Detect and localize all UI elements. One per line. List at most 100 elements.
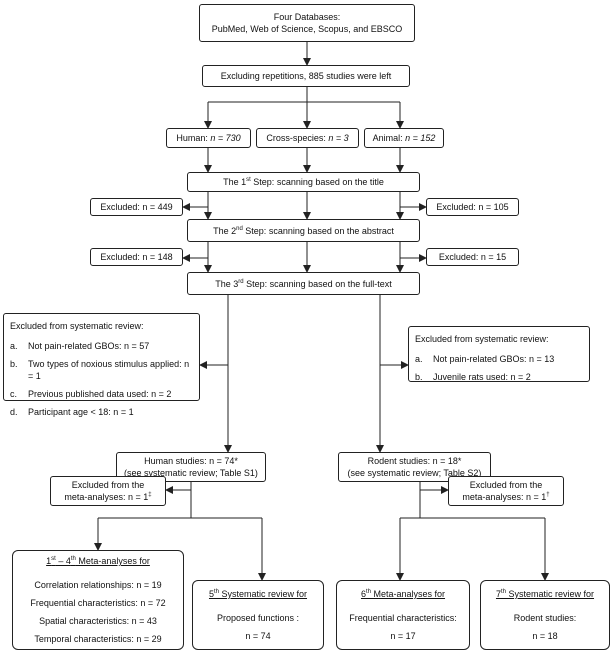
heading-sup: st	[51, 556, 56, 562]
cross-species-group-text: Cross-species: n = 3	[266, 132, 348, 144]
ma-excluded-rodent-count: meta-analyses: n = 1	[462, 492, 547, 502]
heading-part: 7	[495, 589, 501, 599]
heading-sup: th	[213, 589, 219, 595]
heading-part: Systematic review for	[219, 589, 308, 599]
human-group-text: Human: n = 730	[176, 132, 240, 144]
list-marker: b.	[415, 372, 423, 382]
list-text: Not pain-related GBOs: n = 57	[28, 341, 150, 351]
sr-excluded-human-title: Excluded from systematic review:	[10, 321, 144, 331]
ma-excluded-human-box: Excluded from the meta-analyses: n = 1‡	[50, 476, 166, 506]
step2-pre: The 2	[213, 225, 237, 236]
human-group-label: Human:	[176, 133, 208, 143]
list-text: Not pain-related GBOs: n = 13	[433, 354, 555, 364]
final-rodent-ma-line: n = 17	[390, 631, 416, 641]
animal-group-box: Animal: n = 152	[364, 128, 444, 148]
heading-part: Meta-analyses for	[75, 556, 150, 566]
list-marker: b.	[10, 359, 18, 369]
ma-excluded-human-mark: ‡	[148, 492, 152, 498]
step1-excluded-left-text: Excluded: n = 449	[100, 202, 173, 212]
step2-text: The 2nd Step: scanning based on the abst…	[213, 225, 394, 237]
step1-sup: st	[246, 177, 251, 183]
step1-excluded-right: Excluded: n = 105	[426, 198, 519, 216]
dedup-box: Excluding repetitions, 885 studies were …	[202, 65, 410, 87]
final-rodent-ma-line: Frequential characteristics:	[349, 613, 457, 623]
heading-part: – 4	[55, 556, 71, 566]
ma-excluded-rodent-mark: †	[546, 492, 550, 498]
animal-group-text: Animal: n = 152	[373, 132, 436, 144]
heading-part: 6	[360, 589, 366, 599]
sr-excluded-human-list: a. Not pain-related GBOs: n = 57 b. Two ty…	[10, 334, 193, 418]
final-human-sr-line: n = 74	[245, 631, 271, 641]
step2-excluded-left: Excluded: n = 148	[90, 248, 183, 266]
final-human-ma-line: Temporal characteristics: n = 29	[34, 634, 162, 644]
step2-excluded-left-text: Excluded: n = 148	[100, 252, 173, 262]
step3-pre: The 3	[215, 278, 239, 289]
step3-text: The 3rd Step: scanning based on the full…	[215, 278, 391, 290]
list-text: Participant age < 18: n = 1	[28, 407, 134, 417]
ma-excluded-human-line1: Excluded from the	[71, 480, 145, 490]
list-marker: a.	[415, 354, 423, 364]
dedup-text: Excluding repetitions, 885 studies were …	[220, 71, 392, 81]
step1-excluded-right-text: Excluded: n = 105	[436, 202, 509, 212]
list-item: a. Not pain-related GBOs: n = 13	[415, 353, 554, 365]
cross-species-group-count: n = 3	[328, 133, 349, 143]
final-human-sr-heading: 5th Systematic review for	[209, 588, 307, 600]
list-text: Juvenile rats used: n = 2	[433, 372, 531, 382]
final-rodent-sr-line: n = 18	[532, 631, 558, 641]
list-marker: d.	[10, 407, 18, 417]
final-human-ma-line: Frequential characteristics: n = 72	[30, 598, 166, 608]
heading-sup: th	[70, 556, 76, 562]
step1-pre: The 1	[223, 177, 247, 187]
rodent-studies-box: Rodent studies: n = 18* (see systematic …	[338, 452, 491, 482]
human-group-box: Human: n = 730	[166, 128, 251, 148]
final-rodent-ma-box: 6th Meta-analyses for Frequential charac…	[336, 580, 470, 650]
ma-excluded-rodent-box: Excluded from the meta-analyses: n = 1†	[448, 476, 564, 506]
list-item: b. Two types of noxious stimulus applied:…	[10, 358, 193, 382]
list-marker: c.	[10, 389, 18, 399]
final-rodent-ma-heading: 6th Meta-analyses for	[361, 588, 445, 600]
animal-group-count: n = 152	[405, 133, 436, 143]
step1-box: The 1st Step: scanning based on the titl…	[187, 172, 420, 192]
heading-sup: th	[500, 589, 506, 595]
list-item: c. Previous published data used: n = 2	[10, 388, 193, 400]
cross-species-group-box: Cross-species: n = 3	[256, 128, 359, 148]
list-item: d. Participant age < 18: n = 1	[10, 406, 193, 418]
sr-excluded-human-box: Excluded from systematic review: a. Not p…	[3, 313, 200, 417]
rodent-studies-count: Rodent studies: n = 18*	[367, 456, 462, 466]
final-human-ma-line: Correlation relationships: n = 19	[34, 580, 162, 590]
heading-part: Systematic review for	[506, 589, 595, 599]
step2-sup: nd	[236, 225, 243, 232]
list-marker: a.	[10, 341, 18, 351]
ma-excluded-rodent-line1: Excluded from the	[469, 480, 543, 490]
step3-box: The 3rd Step: scanning based on the full…	[187, 272, 420, 295]
final-rodent-sr-heading: 7th Systematic review for	[496, 588, 594, 600]
list-item: a. Not pain-related GBOs: n = 57	[10, 340, 193, 352]
human-group-count: n = 730	[210, 133, 241, 143]
list-text: Two types of noxious stimulus applied: n…	[28, 359, 190, 381]
ma-excluded-rodent-line2: meta-analyses: n = 1†	[462, 491, 549, 503]
rodent-studies-note: (see systematic review; Table S2)	[347, 468, 482, 478]
final-human-ma-heading: 1st – 4th Meta-analyses for	[46, 555, 150, 567]
ma-excluded-human-line2: meta-analyses: n = 1‡	[64, 491, 151, 503]
databases-box: Four Databases: PubMed, Web of Science, …	[199, 4, 415, 42]
databases-list: PubMed, Web of Science, Scopus, and EBSC…	[211, 24, 403, 34]
final-human-sr-box: 5th Systematic review for Proposed funct…	[192, 580, 324, 650]
list-text: Previous published data used: n = 2	[28, 389, 172, 399]
heading-sup: th	[365, 589, 371, 595]
step2-box: The 2nd Step: scanning based on the abst…	[187, 219, 420, 242]
animal-group-label: Animal:	[372, 133, 403, 143]
cross-species-group-label: Cross-species:	[266, 133, 326, 143]
final-rodent-sr-line: Rodent studies:	[513, 613, 577, 623]
step1-post: Step: scanning based on the title	[250, 177, 384, 187]
ma-excluded-human-count: meta-analyses: n = 1	[64, 492, 149, 502]
step2-excluded-right-text: Excluded: n = 15	[438, 252, 507, 262]
step1-text: The 1st Step: scanning based on the titl…	[223, 176, 384, 188]
step2-excluded-right: Excluded: n = 15	[426, 248, 519, 266]
list-item: b. Juvenile rats used: n = 2	[415, 371, 554, 383]
human-studies-count: Human studies: n = 74*	[144, 456, 238, 466]
final-human-sr-line: Proposed functions :	[216, 613, 300, 623]
step2-post: Step: scanning based on the abstract	[242, 225, 394, 236]
step3-sup: rd	[238, 278, 244, 285]
human-studies-note: (see systematic review; Table S1)	[124, 468, 258, 478]
final-human-ma-box: 1st – 4th Meta-analyses for Correlation …	[12, 550, 184, 650]
